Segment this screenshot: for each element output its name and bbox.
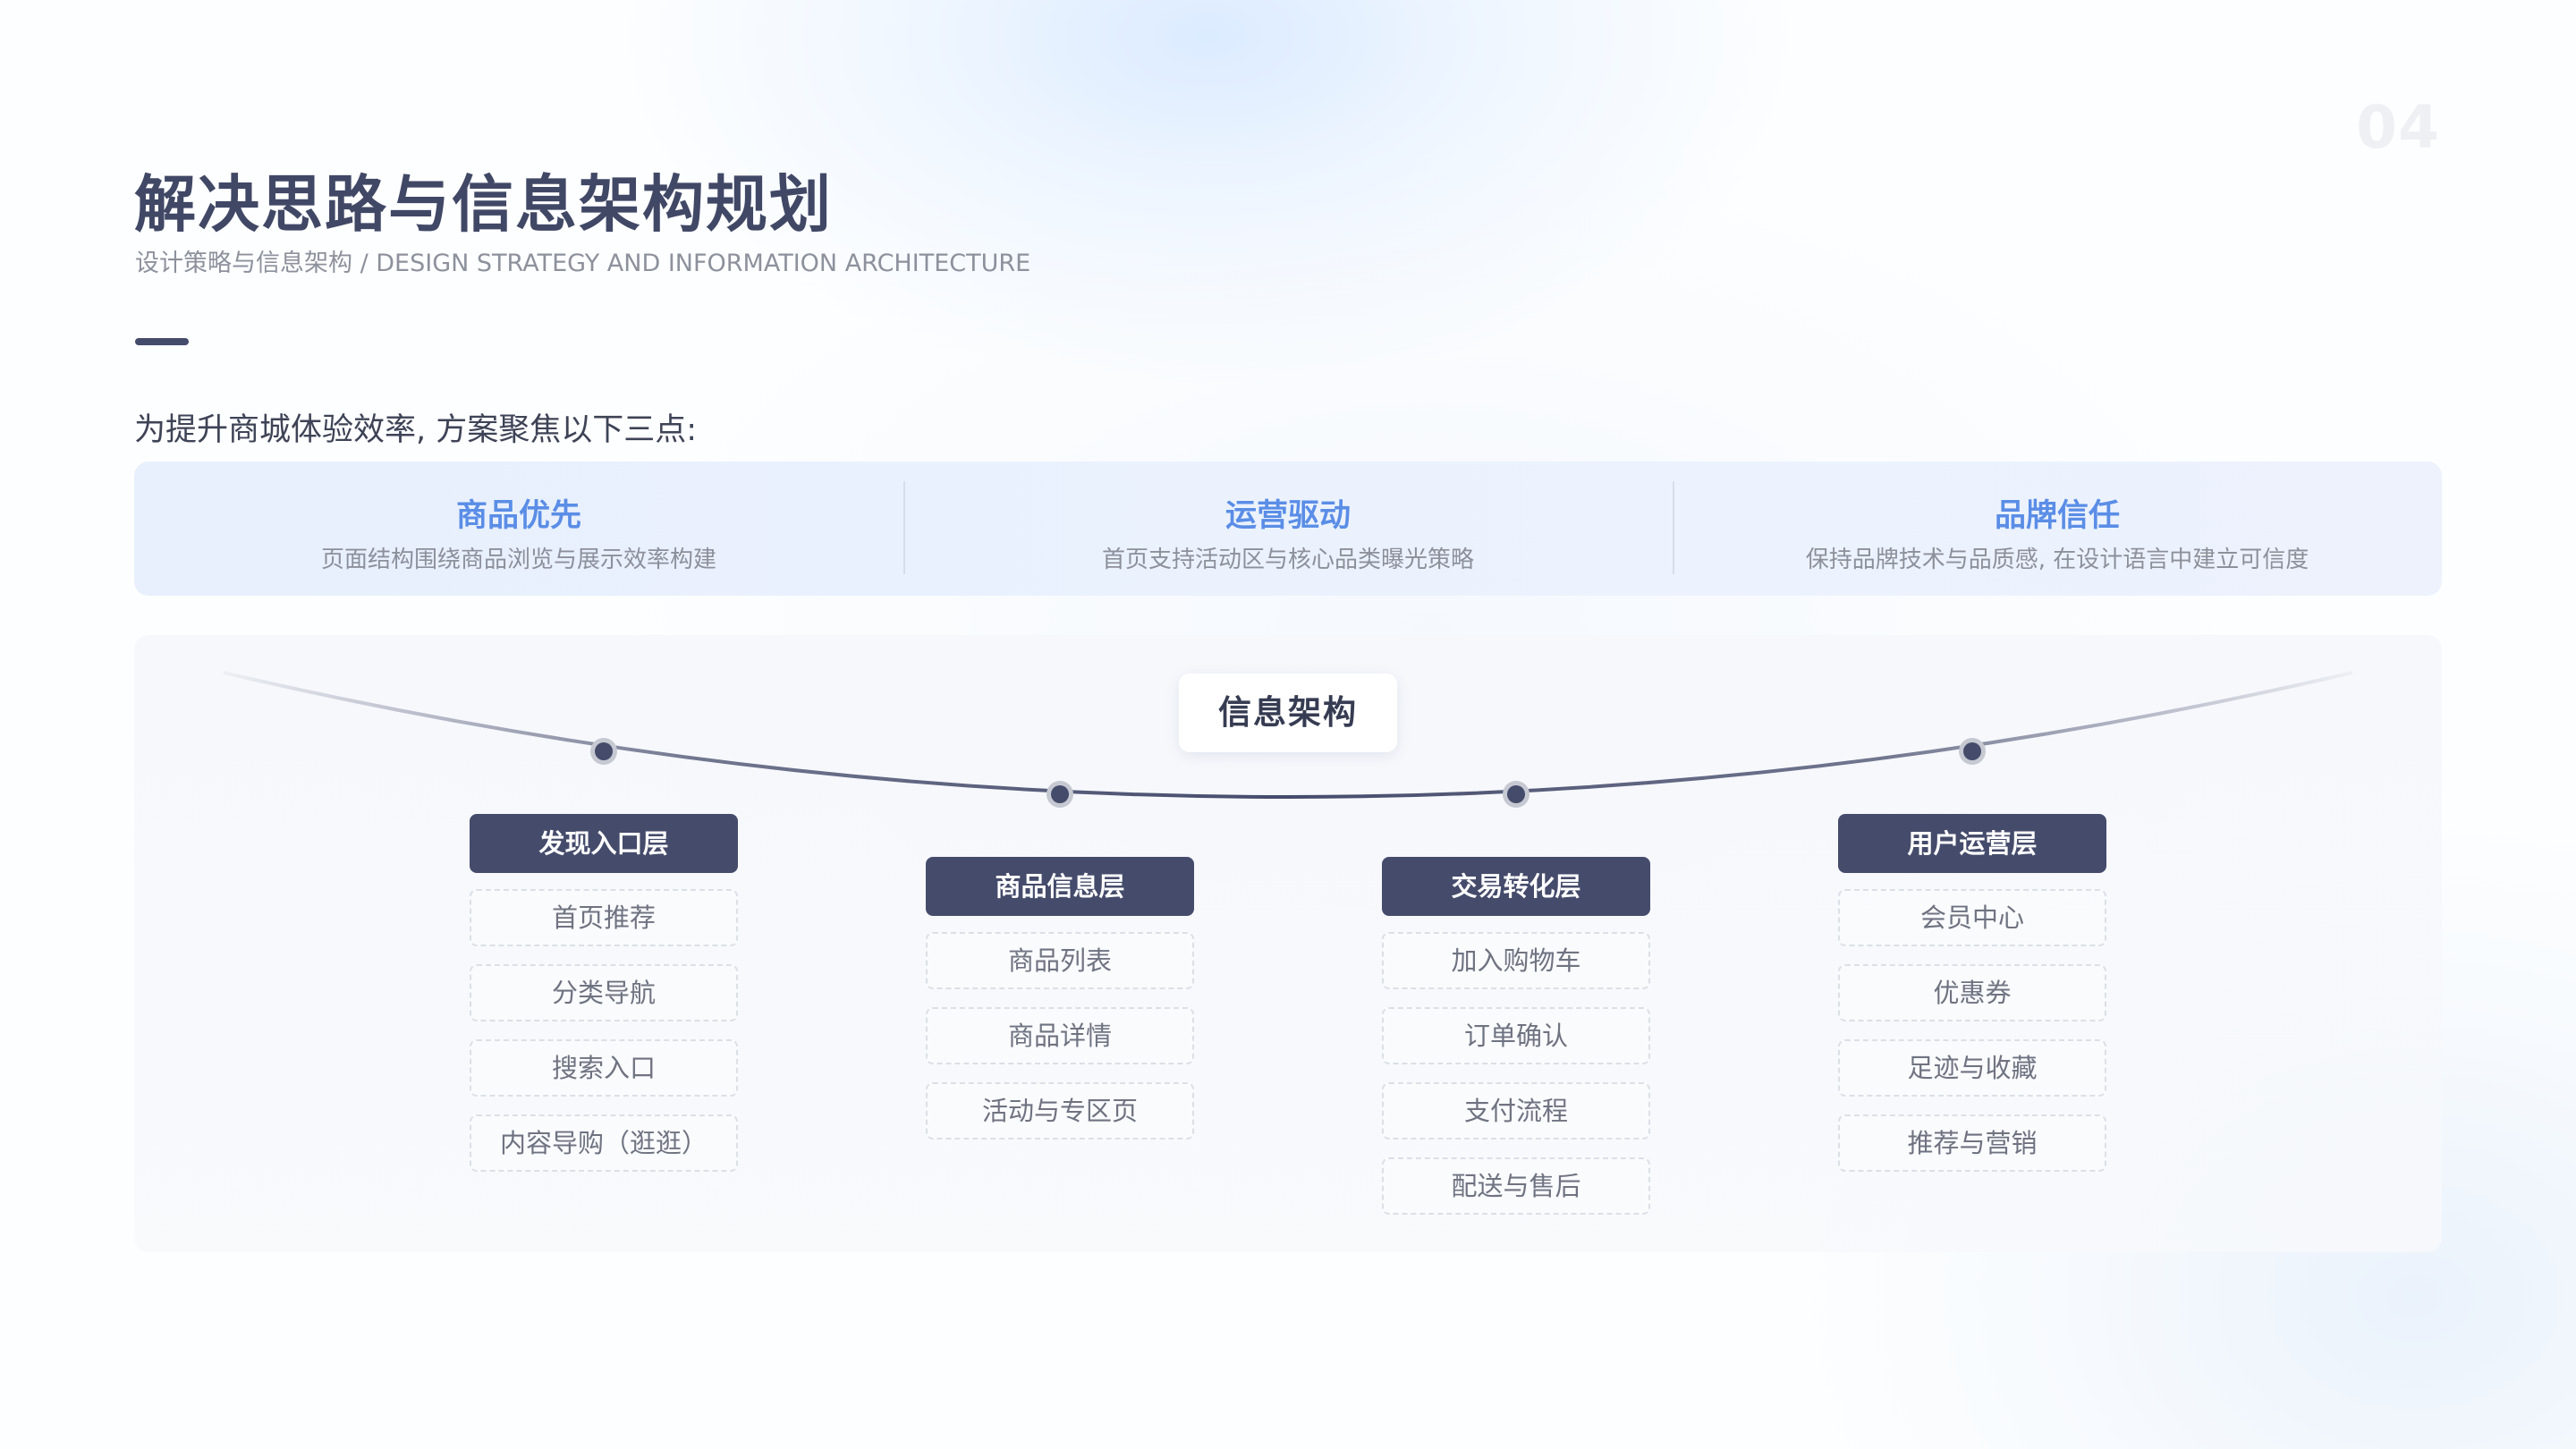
column-item: 会员中心 (1838, 889, 2106, 946)
focus-point-desc: 页面结构围绕商品浏览与展示效率构建 (320, 547, 716, 573)
column-item: 支付流程 (1382, 1082, 1650, 1140)
column-item: 首页推荐 (470, 889, 738, 946)
column-product-info-layer: 商品信息层 商品列表 商品详情 活动与专区页 (926, 857, 1194, 1157)
focus-point-brand-trust: 品牌信任 保持品牌技术与品质感, 在设计语言中建立可信度 (1673, 462, 2442, 596)
page-title: 解决思路与信息架构规划 (134, 169, 833, 241)
column-item: 商品详情 (926, 1007, 1194, 1064)
column-item: 分类导航 (470, 964, 738, 1021)
column-user-operation-layer: 用户运营层 会员中心 优惠券 足迹与收藏 推荐与营销 (1838, 814, 2106, 1190)
curve-node-1 (590, 738, 617, 765)
column-item: 订单确认 (1382, 1007, 1650, 1064)
column-item: 商品列表 (926, 932, 1194, 989)
column-item: 推荐与营销 (1838, 1114, 2106, 1172)
column-header: 商品信息层 (926, 857, 1194, 916)
column-item: 配送与售后 (1382, 1157, 1650, 1215)
title-accent-bar (135, 338, 189, 345)
curve-path (223, 671, 2353, 799)
focus-point-product-first: 商品优先 页面结构围绕商品浏览与展示效率构建 (134, 462, 903, 596)
column-item: 足迹与收藏 (1838, 1039, 2106, 1097)
column-header: 用户运营层 (1838, 814, 2106, 873)
column-discovery-layer: 发现入口层 首页推荐 分类导航 搜索入口 内容导购（逛逛） (470, 814, 738, 1190)
column-item: 搜索入口 (470, 1039, 738, 1097)
focus-point-title: 品牌信任 (1994, 498, 2120, 534)
column-header: 发现入口层 (470, 814, 738, 873)
focus-points-panel: 商品优先 页面结构围绕商品浏览与展示效率构建 运营驱动 首页支持活动区与核心品类… (134, 462, 2442, 596)
curve-node-2 (1046, 781, 1073, 808)
column-item: 优惠券 (1838, 964, 2106, 1021)
focus-point-title: 运营驱动 (1224, 498, 1351, 534)
intro-text: 为提升商城体验效率, 方案聚焦以下三点: (134, 412, 698, 448)
column-item: 活动与专区页 (926, 1082, 1194, 1140)
column-item: 加入购物车 (1382, 932, 1650, 989)
curve-node-3 (1503, 781, 1530, 808)
column-transaction-layer: 交易转化层 加入购物车 订单确认 支付流程 配送与售后 (1382, 857, 1650, 1233)
focus-point-operation-driven: 运营驱动 首页支持活动区与核心品类曝光策略 (903, 462, 1673, 596)
architecture-label: 信息架构 (1179, 674, 1397, 752)
focus-point-desc: 保持品牌技术与品质感, 在设计语言中建立可信度 (1805, 547, 2309, 573)
focus-point-title: 商品优先 (455, 498, 581, 534)
column-item: 内容导购（逛逛） (470, 1114, 738, 1172)
focus-point-desc: 首页支持活动区与核心品类曝光策略 (1101, 547, 1474, 573)
column-header: 交易转化层 (1382, 857, 1650, 916)
page-number: 04 (2356, 93, 2440, 162)
curve-node-4 (1959, 738, 1986, 765)
page-subtitle: 设计策略与信息架构 / DESIGN STRATEGY AND INFORMAT… (135, 250, 1031, 277)
